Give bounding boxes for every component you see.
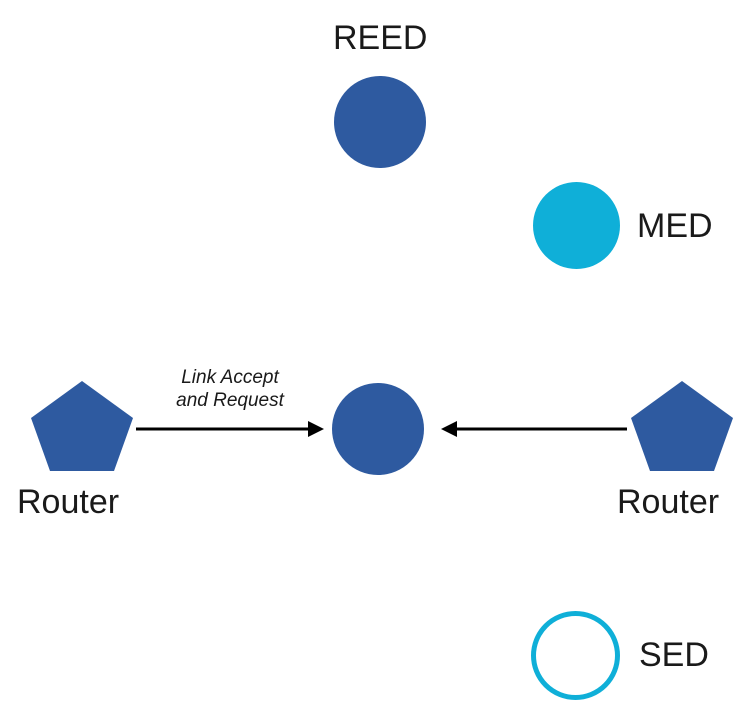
med-node-circle[interactable]: [533, 182, 620, 269]
arrow-right-to-center-icon: [441, 421, 627, 437]
router-left-label: Router: [17, 483, 120, 521]
router-left-pentagon-icon[interactable]: [29, 380, 135, 472]
sed-node-circle[interactable]: [531, 611, 620, 700]
reed-node-circle[interactable]: [334, 76, 426, 168]
router-right-label: Router: [617, 483, 720, 521]
med-label: MED: [637, 207, 713, 245]
router-right-pentagon-icon[interactable]: [629, 380, 735, 472]
leader-node-circle[interactable]: [332, 383, 424, 475]
edge-label-link-accept-and-request: Link Accept and Request: [176, 367, 284, 411]
sed-label: SED: [639, 636, 709, 674]
arrow-left-to-center-icon: [136, 421, 324, 437]
reed-label: REED: [333, 19, 428, 57]
